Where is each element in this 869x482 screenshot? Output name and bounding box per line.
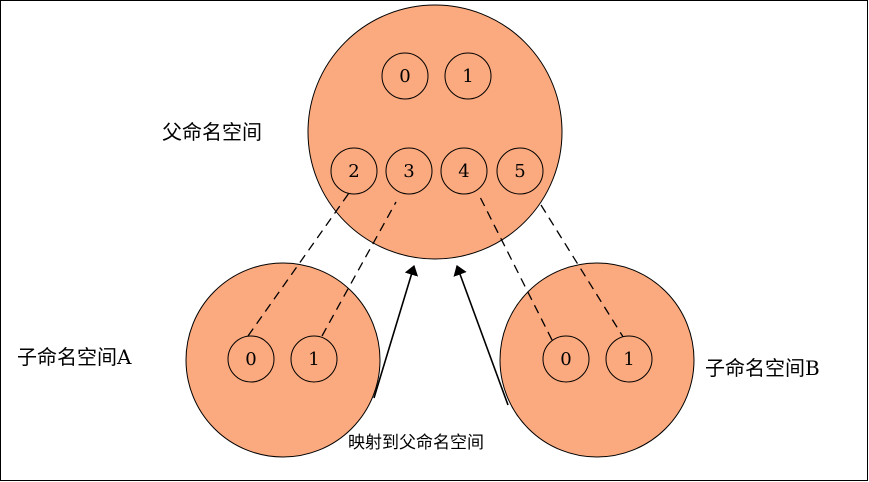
child-b-pid-circle [605, 335, 653, 383]
child-a-pid-label: 1 [308, 349, 319, 370]
child-b-pid-label: 1 [623, 349, 634, 370]
child-namespace-a-circle [185, 262, 381, 458]
parent-pid-label: 3 [403, 161, 414, 182]
mapping-line-a1-to-p3 [321, 201, 397, 337]
parent-pid-circle [385, 147, 433, 195]
parent-pid-label: 2 [348, 161, 359, 182]
mapping-arrow-from-b [453, 265, 509, 406]
parent-pid-circle [440, 147, 488, 195]
parent-namespace-circle [307, 4, 563, 260]
child-namespace-b-label: 子命名空间B [705, 356, 820, 380]
child-namespace-b-circle [499, 262, 695, 458]
parent-pid-label: 5 [514, 161, 525, 182]
parent-pid-label: 4 [458, 161, 469, 182]
child-b-pid-label: 0 [560, 349, 571, 370]
mapping-caption: 映射到父命名空间 [348, 433, 484, 453]
child-a-pid-label: 0 [245, 349, 256, 370]
parent-pid-circle [496, 147, 544, 195]
child-a-pid-circle [227, 335, 275, 383]
parent-pid-label: 0 [399, 66, 410, 87]
child-namespace-a-label: 子命名空间A [17, 345, 132, 369]
mapping-arrow-from-a [373, 265, 419, 399]
parent-pid-circle [444, 52, 492, 100]
mapping-line-b0-to-p4 [477, 192, 553, 341]
parent-pid-circle [330, 147, 378, 195]
child-b-pid-circle [542, 335, 590, 383]
parent-namespace-label: 父命名空间 [162, 120, 262, 144]
parent-pid-label: 1 [462, 66, 473, 87]
parent-pid-circle [381, 52, 429, 100]
child-a-pid-circle [290, 335, 338, 383]
mapping-line-b1-to-p5 [540, 204, 626, 341]
